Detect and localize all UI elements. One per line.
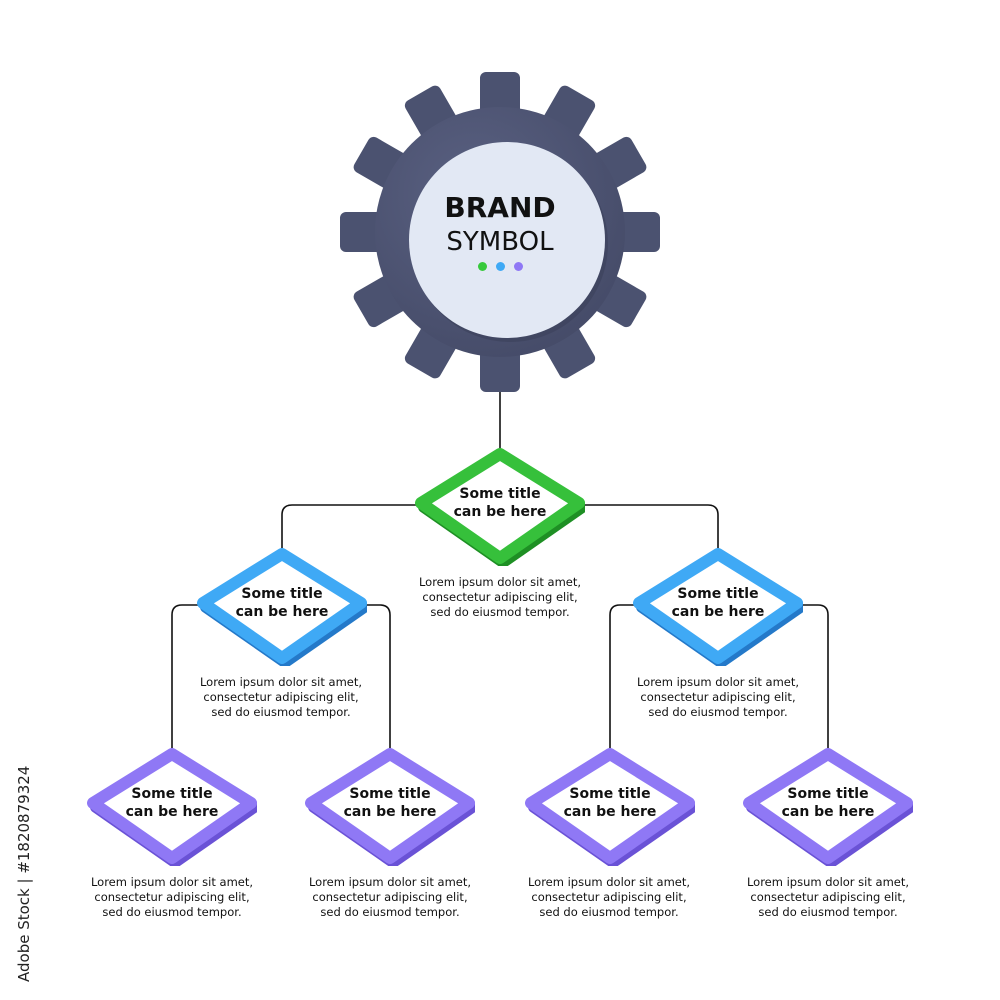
node-leaf-4-description: Lorem ipsum dolor sit amet, consectetur … (746, 875, 910, 919)
node-root-description: Lorem ipsum dolor sit amet, consectetur … (418, 575, 582, 619)
node-title: Some title can be here (343, 786, 437, 820)
node-title: Some title can be here (235, 586, 329, 620)
node-leaf-1: Some title can be here (87, 748, 257, 866)
node-title: Some title can be here (563, 786, 657, 820)
node-left: Some title can be here (197, 548, 367, 666)
connector-left-leaf1 (171, 604, 198, 748)
brand-dot-green (478, 262, 487, 271)
connector-right-leaf4 (802, 604, 829, 748)
node-left-description: Lorem ipsum dolor sit amet, consectetur … (199, 675, 363, 719)
diamond-shape (633, 548, 803, 666)
node-title: Some title can be here (453, 486, 547, 520)
brand-center-disc-face (409, 142, 605, 338)
brand-title: BRAND (444, 191, 556, 224)
diamond-shape (197, 548, 367, 666)
connector-root-left (281, 504, 420, 548)
node-leaf-3-description: Lorem ipsum dolor sit amet, consectetur … (527, 875, 691, 919)
connector-root-right (580, 504, 719, 548)
diamond-shape (415, 448, 585, 566)
brand-dots (478, 262, 526, 272)
node-title: Some title can be here (781, 786, 875, 820)
diamond-shape (525, 748, 695, 866)
node-leaf-3: Some title can be here (525, 748, 695, 866)
stock-credit: Adobe Stock | #1820879324 (12, 752, 36, 982)
node-root: Some title can be here (415, 448, 585, 566)
node-leaf-4: Some title can be here (743, 748, 913, 866)
node-leaf-1-description: Lorem ipsum dolor sit amet, consectetur … (90, 875, 254, 919)
diamond-shape (87, 748, 257, 866)
connector-left-leaf2 (366, 604, 391, 748)
stock-credit-text: Adobe Stock | #1820879324 (15, 765, 33, 982)
brand-dot-purple (514, 262, 523, 271)
node-title: Some title can be here (125, 786, 219, 820)
brand-subtitle: SYMBOL (446, 227, 554, 257)
diamond-shape (743, 748, 913, 866)
node-leaf-2-description: Lorem ipsum dolor sit amet, consectetur … (308, 875, 472, 919)
node-right-description: Lorem ipsum dolor sit amet, consectetur … (636, 675, 800, 719)
node-right: Some title can be here (633, 548, 803, 666)
connector-right-leaf3 (609, 604, 634, 748)
gear-icon (340, 72, 660, 392)
node-leaf-2: Some title can be here (305, 748, 475, 866)
node-title: Some title can be here (671, 586, 765, 620)
diamond-shape (305, 748, 475, 866)
brand-symbol-label: BRAND SYMBOL (400, 190, 600, 258)
brand-dot-blue (496, 262, 505, 271)
